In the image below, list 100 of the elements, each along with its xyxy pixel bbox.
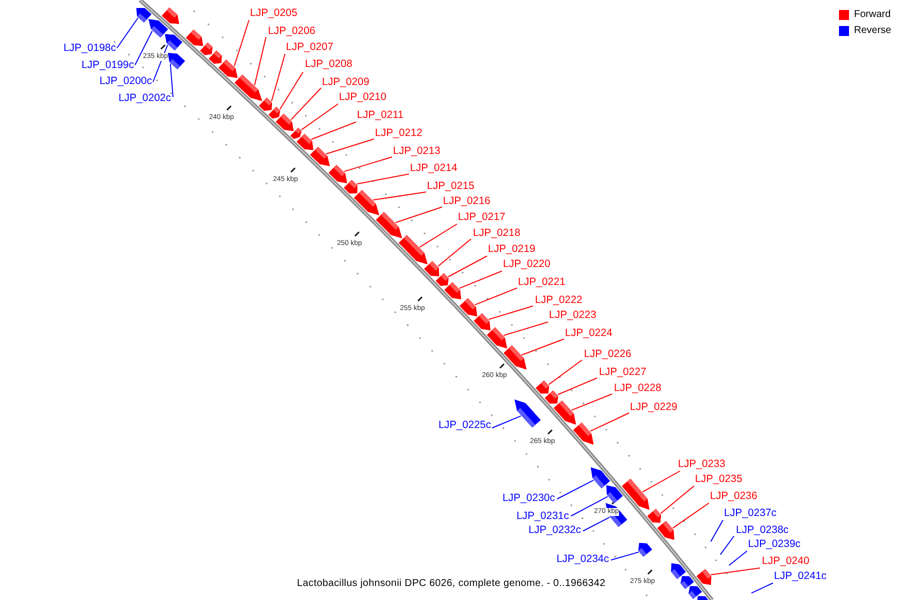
gene-block xyxy=(276,114,294,132)
leader-line xyxy=(326,138,374,154)
gene-block xyxy=(354,190,380,216)
gene-block xyxy=(544,390,558,404)
gene-block xyxy=(696,596,710,600)
leader-line xyxy=(372,192,426,201)
gene-label: LJP_0231c xyxy=(516,510,569,522)
gene-block xyxy=(328,164,348,184)
gene-label: LJP_0211 xyxy=(357,109,404,121)
leader-line xyxy=(170,63,174,98)
gene-label: LJP_0219 xyxy=(488,243,536,255)
gene-block xyxy=(208,50,222,64)
gene-block xyxy=(474,313,490,330)
leader-line xyxy=(571,394,612,411)
leader-line xyxy=(474,288,518,306)
gene-block xyxy=(258,98,272,111)
gene-block xyxy=(436,273,449,286)
gene-block xyxy=(234,74,262,102)
gene-block xyxy=(268,106,280,119)
gene-block xyxy=(680,576,694,590)
legend-label: Reverse xyxy=(854,25,892,37)
gene-label: LJP_0217 xyxy=(458,211,506,223)
gene-block xyxy=(376,212,402,238)
leader-line xyxy=(720,536,734,556)
gene-block xyxy=(424,261,440,276)
leader-line xyxy=(557,378,598,396)
gene-block xyxy=(290,128,302,140)
gene-label: LJP_0225c xyxy=(438,419,491,431)
leader-line xyxy=(503,322,548,336)
gene-label: LJP_0199c xyxy=(81,59,134,71)
leader-line xyxy=(521,338,564,356)
leader-line xyxy=(344,156,392,172)
gene-label: LJP_0237c xyxy=(724,507,777,519)
gene-block xyxy=(296,134,314,150)
leader-line xyxy=(310,122,356,140)
leader-line xyxy=(642,470,680,492)
leader-line xyxy=(750,582,774,594)
gene-block xyxy=(168,52,186,70)
gene-label: LJP_0210 xyxy=(339,91,386,103)
gene-block xyxy=(164,34,182,51)
gene-label: LJP_0233 xyxy=(678,458,726,470)
gene-label: LJP_0230c xyxy=(502,492,555,504)
leader-line xyxy=(492,415,522,428)
leader-line xyxy=(300,104,338,130)
gene-block xyxy=(536,380,550,394)
gene-label: LJP_0226 xyxy=(584,348,632,360)
leader-line xyxy=(134,30,153,66)
gene-label: LJP_0223 xyxy=(549,309,596,321)
leader-line xyxy=(116,18,138,48)
leader-line xyxy=(710,568,760,576)
leader-line xyxy=(548,360,582,386)
leader-line xyxy=(728,550,748,566)
caption: Lactobacillus johnsonii DPC 6026, complete genome. - 0..1966342 xyxy=(297,578,606,590)
gene-block xyxy=(504,345,527,370)
gene-block xyxy=(657,520,674,540)
gene-label: LJP_0215 xyxy=(427,180,474,192)
gene-label: LJP_0239c xyxy=(748,538,801,550)
gene-block xyxy=(696,568,712,585)
gene-label: LJP_0208 xyxy=(305,58,352,70)
gene-block xyxy=(573,422,594,445)
leader-line xyxy=(710,520,724,542)
leader-line xyxy=(394,206,442,224)
gene-label: LJP_0218 xyxy=(473,227,520,239)
gene-block xyxy=(590,467,610,488)
gene-label: LJP_0228 xyxy=(614,382,662,394)
gene-label: LJP_0229 xyxy=(630,401,678,413)
gene-label: LJP_0216 xyxy=(443,195,490,207)
gene-label: LJP_0221 xyxy=(518,276,566,288)
gene-label: LJP_0202c xyxy=(118,92,171,104)
gene-block xyxy=(554,400,576,425)
leader-line xyxy=(582,516,610,532)
leader-line xyxy=(438,238,472,267)
leader-line xyxy=(458,270,502,289)
gene-block xyxy=(148,19,168,38)
gene-label: LJP_0236 xyxy=(710,490,758,502)
gene-label: LJP_0214 xyxy=(410,162,458,174)
gene-block xyxy=(647,508,662,523)
gene-label: LJP_0200c xyxy=(99,75,152,87)
gene-label: LJP_0240 xyxy=(762,555,810,567)
gene-block xyxy=(514,400,541,428)
gene-label: LJP_0222 xyxy=(535,294,582,306)
gene-label: LJP_0224 xyxy=(565,327,612,339)
gene-label: LJP_0212 xyxy=(375,127,422,139)
gene-label: LJP_0220 xyxy=(503,258,550,270)
leader-line xyxy=(488,306,534,320)
leader-line xyxy=(419,224,458,248)
gene-label: LJP_0238c xyxy=(736,524,789,536)
gene-block xyxy=(486,327,508,348)
leader-line xyxy=(234,20,250,67)
gene-block xyxy=(444,282,462,300)
leader-line xyxy=(279,72,304,110)
gene-label: LJP_0241c xyxy=(774,570,827,582)
gene-label: LJP_0232c xyxy=(528,524,581,536)
gene-block xyxy=(606,485,623,504)
gene-block xyxy=(218,59,238,78)
leader-line xyxy=(610,552,640,560)
gene-label: LJP_0235 xyxy=(695,473,742,485)
gene-block xyxy=(688,586,702,599)
leader-line xyxy=(672,502,710,529)
gene-block xyxy=(200,42,213,56)
